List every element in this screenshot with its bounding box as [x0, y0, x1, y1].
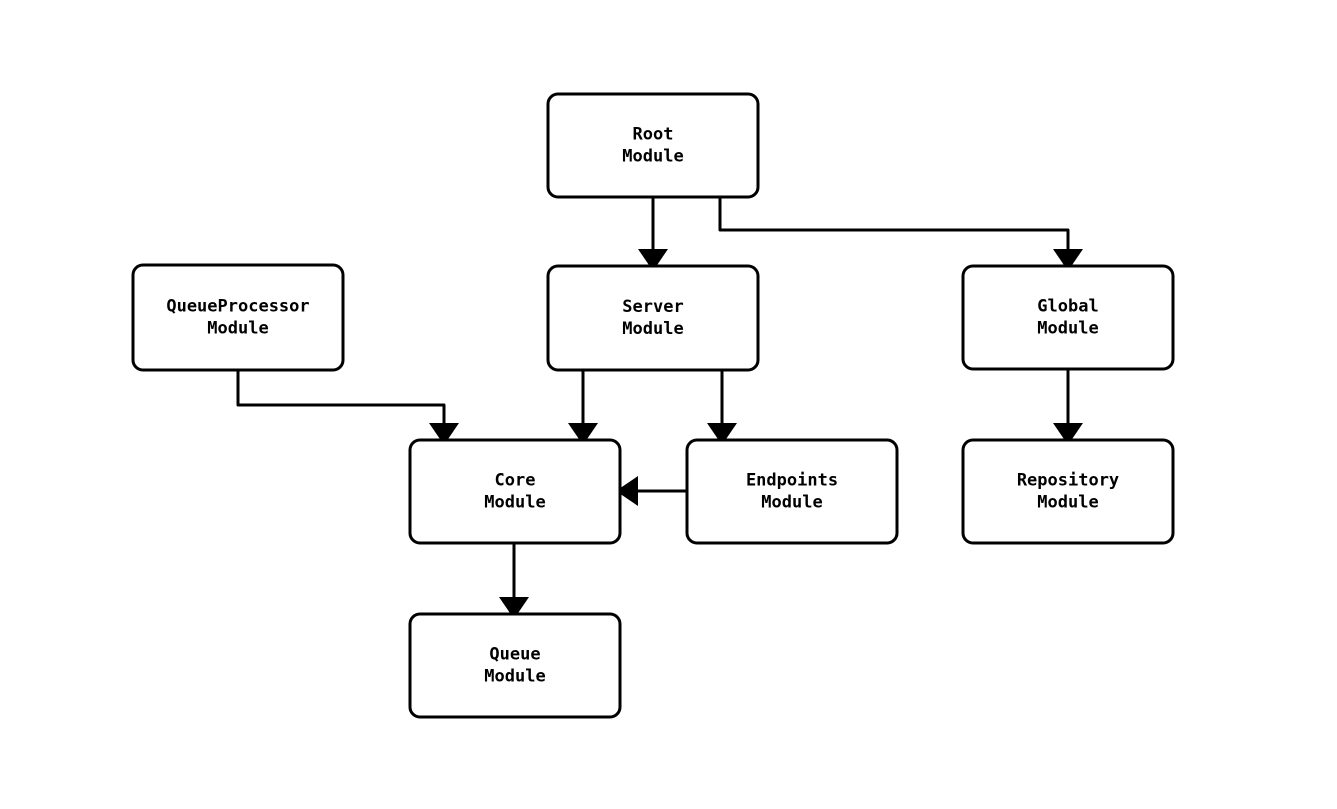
node-label-server-line2: Module	[622, 319, 683, 339]
node-box-repository[interactable]	[961, 438, 1175, 545]
node-label-repository-line1: Repository	[1017, 471, 1119, 491]
node-queueprocessor-module[interactable]: QueueProcessor Module	[131, 263, 345, 372]
node-label-server-line1: Server	[622, 297, 683, 317]
edges-layer	[236, 197, 1070, 598]
node-label-queue-line1: Queue	[489, 645, 540, 665]
arrowhead-icon-root-server	[638, 249, 668, 271]
arrowhead-icon-server-core	[568, 423, 598, 445]
node-label-core-line1: Core	[495, 471, 536, 491]
arrowhead-icon-endpoints-core	[616, 476, 638, 506]
node-endpoints-module[interactable]: Endpoints Module	[685, 438, 899, 545]
node-label-queueprocessor-line2: Module	[207, 319, 268, 339]
node-global-module[interactable]: Global Module	[961, 264, 1175, 371]
arrowhead-icon-queueprocessor-core	[429, 423, 459, 445]
node-box-queue[interactable]	[408, 612, 622, 719]
arrowhead-icon-root-global	[1053, 249, 1083, 271]
node-label-repository-line2: Module	[1037, 493, 1098, 513]
arrowhead-icon-global-repository	[1053, 423, 1083, 445]
node-box-server[interactable]	[546, 264, 760, 372]
edge-queueprocessor-to-core	[236, 370, 446, 424]
arrowheads-layer	[429, 249, 1083, 619]
node-label-endpoints-line2: Module	[761, 493, 822, 513]
node-root-module[interactable]: Root Module	[546, 92, 760, 199]
node-box-endpoints[interactable]	[685, 438, 899, 545]
node-core-module[interactable]: Core Module	[408, 438, 622, 545]
node-label-endpoints-line1: Endpoints	[746, 471, 838, 491]
node-box-queueprocessor[interactable]	[131, 263, 345, 372]
node-repository-module[interactable]: Repository Module	[961, 438, 1175, 545]
node-label-global-line1: Global	[1037, 297, 1098, 317]
node-server-module[interactable]: Server Module	[546, 264, 760, 372]
node-label-root-line1: Root	[633, 125, 674, 145]
node-label-core-line2: Module	[484, 493, 545, 513]
node-label-root-line2: Module	[622, 147, 683, 167]
node-label-queue-line2: Module	[484, 667, 545, 687]
node-box-root[interactable]	[546, 92, 760, 199]
node-label-global-line2: Module	[1037, 319, 1098, 339]
arrowhead-icon-core-queue	[499, 597, 529, 619]
node-box-global[interactable]	[961, 264, 1175, 371]
arrowhead-icon-server-endpoints	[707, 423, 737, 445]
node-queue-module[interactable]: Queue Module	[408, 612, 622, 719]
edge-root-to-global	[718, 197, 1070, 250]
node-box-core[interactable]	[408, 438, 622, 545]
node-label-queueprocessor-line1: QueueProcessor	[166, 297, 309, 317]
